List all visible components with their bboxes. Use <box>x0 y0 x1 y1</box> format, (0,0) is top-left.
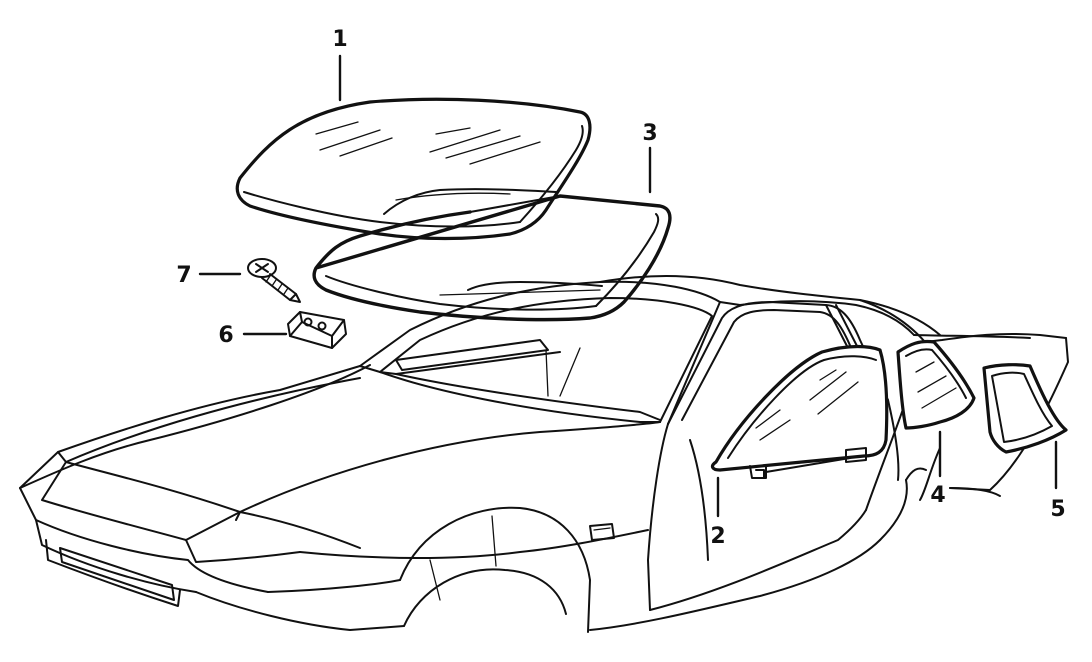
callout-1: 1 <box>332 27 347 52</box>
callout-2: 2 <box>710 524 725 549</box>
quarter-window-glass <box>896 339 976 430</box>
rear-side-glass <box>982 363 1068 454</box>
door-window-glass <box>710 344 889 479</box>
screw <box>247 258 301 303</box>
callout-6: 6 <box>218 323 233 348</box>
callout-5: 5 <box>1050 497 1065 522</box>
leader-lines <box>198 54 1058 518</box>
car-body-outline <box>19 275 1069 633</box>
callout-3: 3 <box>642 121 657 146</box>
windshield-glass <box>235 97 592 241</box>
clip-block <box>287 311 347 349</box>
callout-labels: 1 2 3 4 5 6 7 <box>176 27 1065 549</box>
callout-4: 4 <box>930 483 945 508</box>
callout-7: 7 <box>176 263 191 288</box>
windshield-seal <box>312 194 672 322</box>
